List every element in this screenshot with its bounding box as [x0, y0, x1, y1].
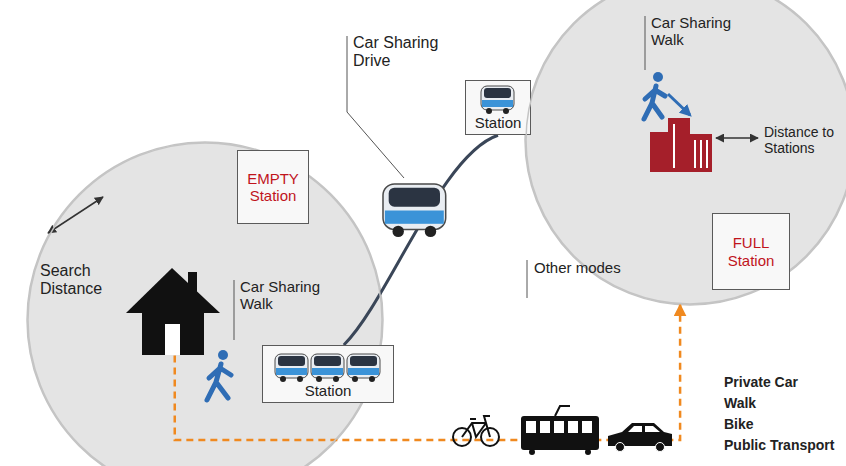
walking-person: [218, 350, 228, 360]
station-label: Station: [475, 114, 522, 131]
tram-icon: [555, 406, 570, 416]
trip-path: [175, 305, 680, 440]
station-label: EMPTY Station: [243, 170, 303, 205]
search-zone: Search Distance Car Sharing Walk EMPTY Sta…: [27, 142, 383, 466]
car-icon: [608, 423, 672, 446]
zone-label: Distance to Stations: [764, 124, 844, 156]
tram-icon: [582, 421, 592, 433]
building-icon: [694, 140, 696, 168]
zone-outline: [27, 142, 383, 466]
walking-person: [207, 350, 231, 400]
mode-label: Private Car: [724, 374, 798, 390]
tram-icon: [585, 449, 591, 455]
bike-icon: [462, 416, 490, 437]
leader-line: [645, 16, 646, 70]
search-zone: [27, 142, 383, 466]
house-icon: [165, 324, 180, 355]
zone-label: Car Sharing Walk: [240, 278, 330, 313]
house-icon: [142, 305, 204, 355]
mode-label: Walk: [724, 395, 756, 411]
shared-car: [383, 184, 446, 237]
tram-icon: [568, 421, 578, 433]
bike-icon: [453, 416, 499, 446]
walking-person: [207, 364, 231, 400]
building-icon: [700, 140, 702, 168]
building-icon: [650, 118, 712, 172]
shared-car: [389, 188, 440, 207]
callout-label: Car Sharing Drive: [353, 34, 448, 71]
car-icon: [274, 352, 382, 382]
destination-zone: [525, 0, 846, 305]
walk-arrow: [668, 94, 690, 115]
house-icon: [126, 268, 220, 355]
tram-icon: [529, 449, 535, 455]
callout-label: Other modes: [534, 259, 621, 276]
station-label: Station: [305, 382, 352, 399]
leader-line: [527, 260, 528, 298]
station-box: Station: [465, 80, 531, 135]
station-box: EMPTY Station: [237, 150, 309, 224]
zone-outline: [28, 143, 382, 466]
shared-car: [383, 184, 446, 230]
car-icon: [656, 443, 665, 452]
station-label: FULL Station: [718, 234, 784, 269]
distance-arrow: [716, 137, 758, 139]
station-box: FULL Station: [712, 213, 790, 290]
leader-line: [234, 280, 235, 340]
car-icon: [616, 443, 625, 452]
tram-icon: [521, 406, 599, 455]
building-icon: [690, 134, 712, 172]
shared-car: [425, 226, 436, 237]
drive-path: [344, 135, 498, 345]
building-icon: [706, 140, 708, 168]
mode-label: Bike: [724, 416, 754, 432]
leader-line: [234, 16, 645, 340]
zone-label: Car Sharing Walk: [651, 14, 741, 49]
tram-icon: [526, 421, 536, 433]
car-icon: [311, 354, 344, 382]
car-icon: [347, 354, 380, 382]
tram-icon: [554, 421, 564, 433]
car-icon: [480, 84, 516, 114]
walking-person: [653, 72, 663, 82]
car-icon: [628, 426, 660, 432]
zone-label: Search Distance: [40, 262, 114, 299]
walking-person: [644, 86, 665, 119]
building-icon: [673, 124, 675, 168]
car-icon: [481, 86, 514, 114]
car-icon: [608, 423, 672, 452]
station-box: Station: [262, 345, 394, 403]
mode-label: Public Transport: [724, 437, 834, 453]
building-icon: [668, 118, 690, 172]
shared-car: [393, 226, 404, 237]
walking-person: [644, 72, 665, 119]
shared-car: [385, 211, 444, 224]
tram-icon: [521, 416, 599, 450]
search-distance-arrow: [48, 197, 103, 233]
building-icon: [650, 132, 668, 172]
tram-icon: [540, 421, 550, 433]
zone-outline: [526, 0, 846, 304]
car-icon: [275, 354, 308, 382]
